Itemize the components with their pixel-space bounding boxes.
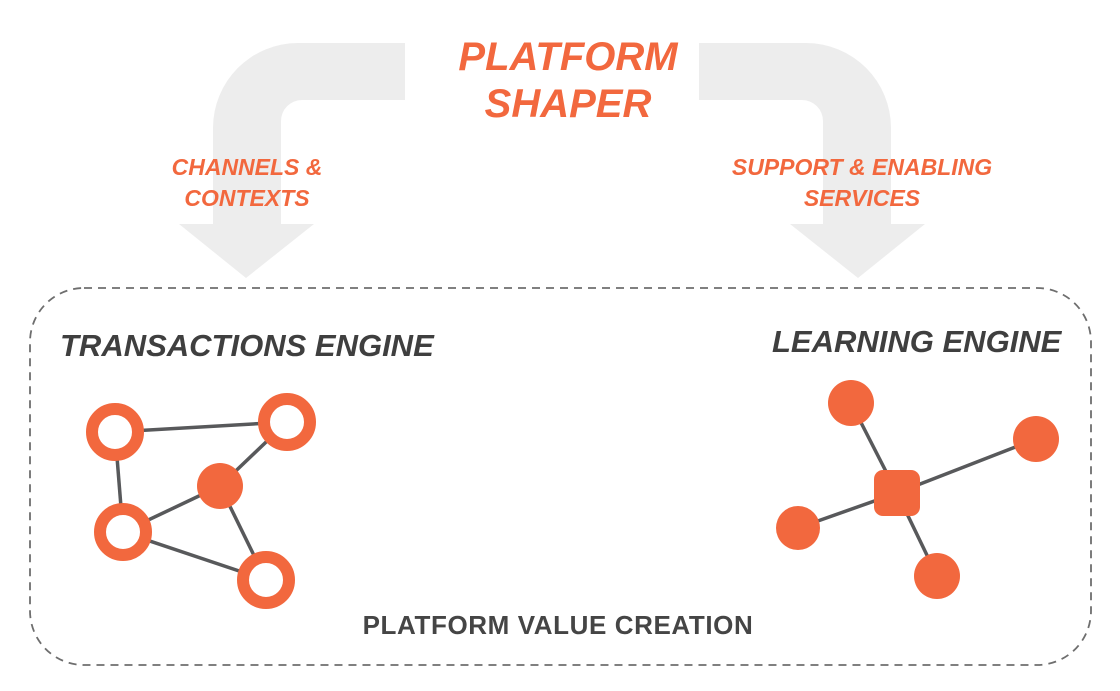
hub-square-icon <box>874 470 920 516</box>
ring-node-icon <box>237 551 295 609</box>
learning-hub-spoke-icon <box>776 380 1059 599</box>
spoke-node-icon <box>914 553 960 599</box>
spoke-node-icon <box>776 506 820 550</box>
bent-arrow-down-right-icon <box>699 43 925 278</box>
support-services-label: SUPPORT & ENABLING SERVICES <box>731 154 993 212</box>
bent-arrow-down-left-icon <box>179 43 405 278</box>
platform-value-creation-box <box>29 287 1092 666</box>
spoke-node-icon <box>1013 416 1059 462</box>
transactions-network-icon <box>86 393 316 609</box>
ring-node-icon <box>86 403 144 461</box>
transactions-engine-title: TRANSACTIONS ENGINE <box>60 328 434 363</box>
page-title: PLATFORM SHAPER <box>458 35 678 126</box>
platform-value-creation-label: PLATFORM VALUE CREATION <box>362 610 754 640</box>
ring-node-icon <box>258 393 316 451</box>
channels-contexts-label: CHANNELS & CONTEXTS <box>171 154 323 212</box>
learning-engine-title: LEARNING ENGINE <box>772 324 1062 359</box>
network-edge <box>896 437 1037 495</box>
spoke-node-icon <box>828 380 874 426</box>
hub-node-icon <box>197 463 243 509</box>
ring-node-icon <box>94 503 152 561</box>
